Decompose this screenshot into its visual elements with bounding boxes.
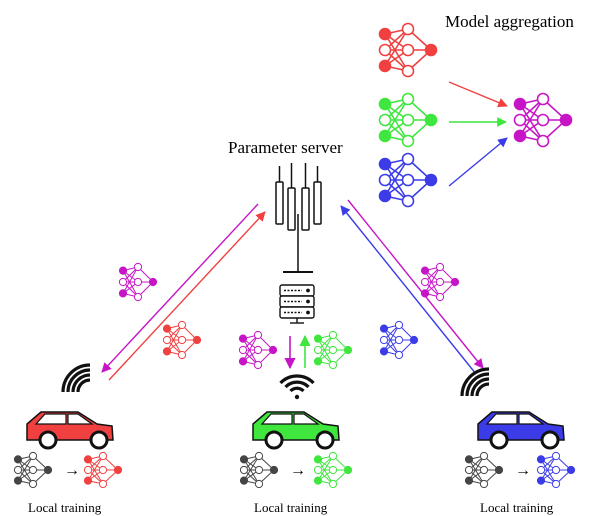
local-training-label-left: Local training [28, 500, 102, 515]
neural-network-icon-global-center [238, 330, 278, 370]
neural-network-icon-global-model [513, 92, 573, 148]
neural-network-icons [13, 22, 576, 489]
neural-network-icon-global-right [420, 262, 460, 302]
transform-arrow-center: → [290, 462, 306, 479]
parameter-server-label: Parameter server [228, 138, 343, 157]
download-arrow-left [101, 203, 259, 373]
wifi-signal-icon-right [460, 367, 490, 397]
aggregation-arrow-red [448, 81, 508, 108]
neural-network-icon-untrained-center [239, 451, 279, 489]
neural-network-icon-global-left [118, 262, 158, 302]
radio-tower-icon [275, 163, 322, 273]
model-aggregation-label: Model aggregation [445, 12, 574, 31]
neural-network-icon-untrained-right [464, 451, 504, 489]
upload-arrow-left [108, 211, 266, 381]
neural-network-icon-trained-red [83, 451, 123, 489]
neural-network-icon-untrained-left [13, 451, 53, 489]
transform-arrow-right: → [515, 462, 531, 479]
neural-network-icon-trained-green [313, 451, 353, 489]
neural-network-icon-trained-blue [536, 451, 576, 489]
car-icon-red [26, 411, 114, 450]
local-training-label-center: Local training [254, 500, 328, 515]
neural-network-icon-blue-aggregation [378, 152, 438, 208]
aggregation-arrow-blue [448, 137, 508, 187]
car-icon-blue [477, 411, 565, 450]
local-training-label-right: Local training [480, 500, 554, 515]
upload-arrow-right [340, 205, 477, 375]
neural-network-icon-red-aggregation [378, 22, 438, 78]
transform-arrow-left: → [64, 462, 80, 479]
wifi-signal-icon-left [61, 363, 91, 393]
neural-network-icon-local-blue [379, 320, 419, 360]
car-icon-green [252, 411, 340, 450]
neural-network-icon-green-aggregation [378, 92, 438, 148]
server-rack-icon [279, 284, 315, 324]
wifi-signal-icon-center [279, 374, 315, 400]
neural-network-icon-local-green [313, 330, 353, 370]
neural-network-icon-local-red [162, 320, 202, 360]
download-arrow-right [347, 199, 484, 369]
